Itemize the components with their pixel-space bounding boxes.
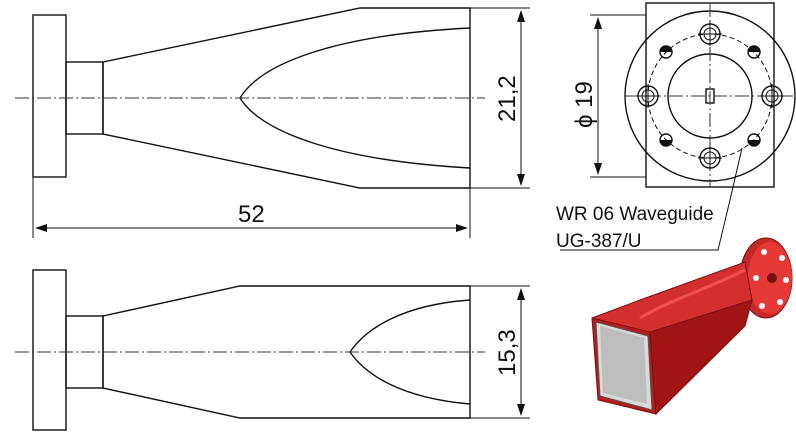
screw-hole-right: [760, 84, 784, 108]
side-view-bottom: 15,3: [15, 269, 530, 431]
screw-hole-left: [636, 84, 660, 108]
waveguide-note-line1: WR 06 Waveguide: [556, 204, 714, 225]
horn-antenna-3d-render: [591, 237, 793, 416]
screw-hole-bottom: [698, 146, 722, 170]
height-dimension: 21,2: [494, 75, 521, 122]
side-view-top: 52 21,2: [15, 7, 530, 238]
length-dimension: 52: [238, 201, 265, 228]
alignment-pin-br: [747, 133, 761, 147]
diameter-dimension: ϕ 19: [571, 81, 598, 128]
waveguide-note-line2: UG-387/U: [556, 231, 642, 252]
alignment-pin-tl: [659, 45, 673, 59]
alignment-pin-tr: [747, 45, 761, 59]
width-dimension: 15,3: [494, 329, 521, 376]
alignment-pin-bl: [659, 133, 673, 147]
screw-hole-top: [698, 22, 722, 46]
flange-front-view: ϕ 19: [560, 2, 796, 251]
